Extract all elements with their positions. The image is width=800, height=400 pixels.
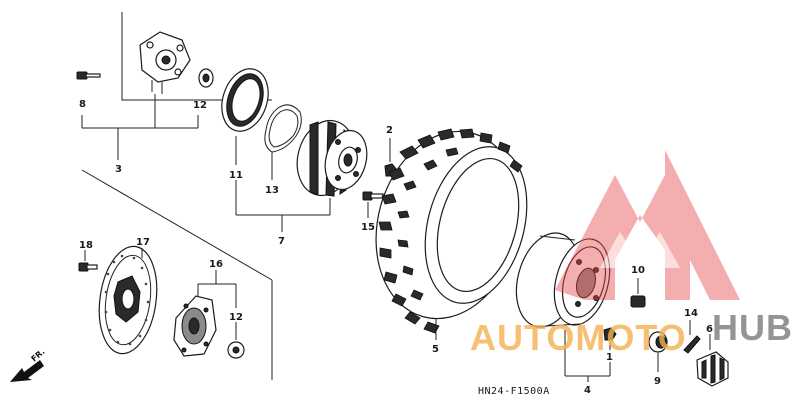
callout-12-bottom: 12 <box>229 312 243 323</box>
bolt-8 <box>76 71 101 80</box>
gasket-13 <box>264 104 302 153</box>
leaders-drum-group <box>235 136 331 232</box>
callout-16: 16 <box>209 259 223 270</box>
watermark-logo: AUTOMOTO HUB <box>470 150 793 358</box>
pin-14 <box>683 320 701 354</box>
cap-9 <box>648 331 668 372</box>
bearing-12-bottom <box>227 341 245 359</box>
callout-10: 10 <box>631 265 645 276</box>
callout-9: 9 <box>654 376 661 387</box>
callout-8: 8 <box>79 99 86 110</box>
callout-3: 3 <box>115 164 122 175</box>
callout-2: 2 <box>386 125 393 136</box>
callout-17: 17 <box>136 237 150 248</box>
disc-hub-16 <box>173 295 217 357</box>
callout-labels: 8 12 3 11 13 7 2 15 5 10 1 4 9 14 6 17 1… <box>79 99 713 396</box>
callout-5: 5 <box>432 344 439 355</box>
callout-7: 7 <box>278 236 285 247</box>
front-direction-arrow: FR. <box>10 347 47 382</box>
callout-13: 13 <box>265 185 279 196</box>
seal-11 <box>221 68 269 132</box>
nut-1 <box>603 327 617 341</box>
callout-15: 15 <box>361 222 375 233</box>
callout-12-top: 12 <box>193 100 207 111</box>
callout-1: 1 <box>606 352 613 363</box>
bearing-12-top <box>198 68 214 88</box>
leaders-top-left <box>81 94 199 160</box>
brake-disc-17 <box>98 245 158 355</box>
figure-code: HN24-F1500A <box>478 386 550 397</box>
callout-4: 4 <box>584 385 591 396</box>
rim-4 <box>515 232 611 328</box>
tire-5 <box>375 128 528 334</box>
direction-label: FR. <box>30 347 47 363</box>
brake-drum-7 <box>296 119 368 197</box>
watermark-text-left: AUTOMOTO <box>470 317 687 358</box>
leaders-hub-group <box>197 270 237 340</box>
leaders-rim-group <box>564 330 611 382</box>
callout-6: 6 <box>706 324 713 335</box>
castle-nut-6 <box>696 334 729 387</box>
callout-11: 11 <box>229 170 243 181</box>
callout-14: 14 <box>684 308 698 319</box>
callout-18: 18 <box>79 240 93 251</box>
watermark-text-right: HUB <box>712 307 793 348</box>
bolt-18 <box>78 250 98 272</box>
knuckle-hub <box>139 31 191 94</box>
valve-10 <box>630 278 646 308</box>
